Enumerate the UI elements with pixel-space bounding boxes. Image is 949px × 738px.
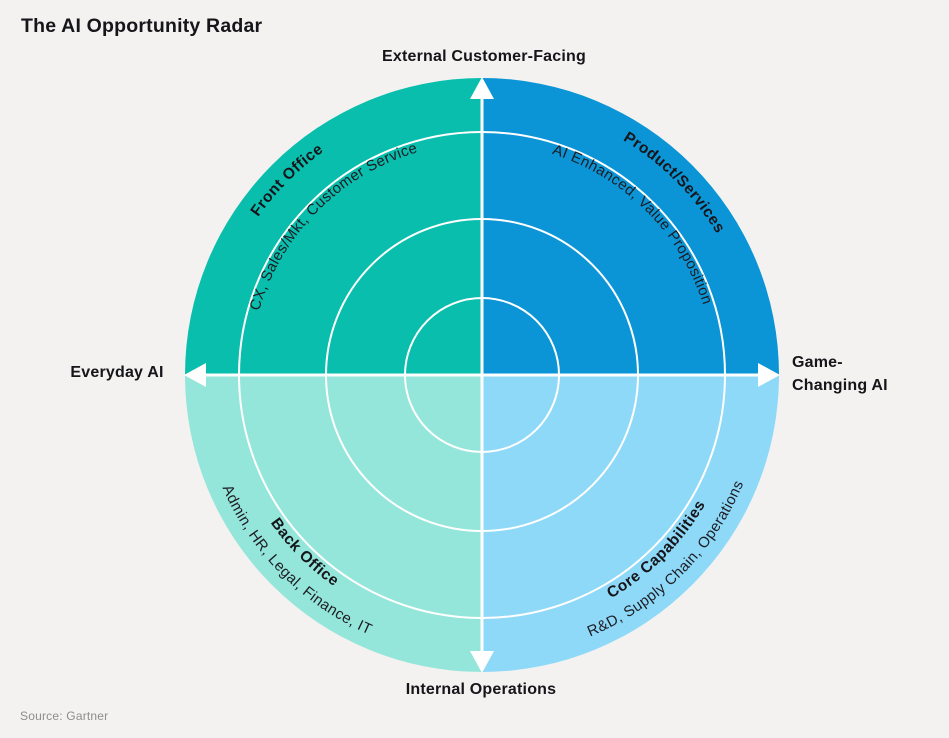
arrow-up-icon [470,77,494,99]
axis-label-everyday-ai: Everyday AI [70,364,164,381]
page-title: The AI Opportunity Radar [21,15,263,37]
quadrant-front-office [185,78,482,375]
quadrant-back-office [185,375,482,672]
axis-label-internal-operations: Internal Operations [405,681,557,698]
quadrant-core-capabilities [482,375,779,672]
axis-label-game-changing-ai-line1: Game- [792,353,843,371]
arrow-right-icon [758,363,780,387]
source-attribution: Source: Gartner [20,709,109,723]
axis-label-game-changing-ai-line2: Changing AI [792,377,888,394]
axis-label-game-changing-ai: Game- Changing AI [792,351,888,397]
arrow-down-icon [470,651,494,673]
arrow-left-icon [184,363,206,387]
axis-label-external-customer-facing: External Customer-Facing [382,48,586,65]
quadrant-product-services [482,78,779,375]
